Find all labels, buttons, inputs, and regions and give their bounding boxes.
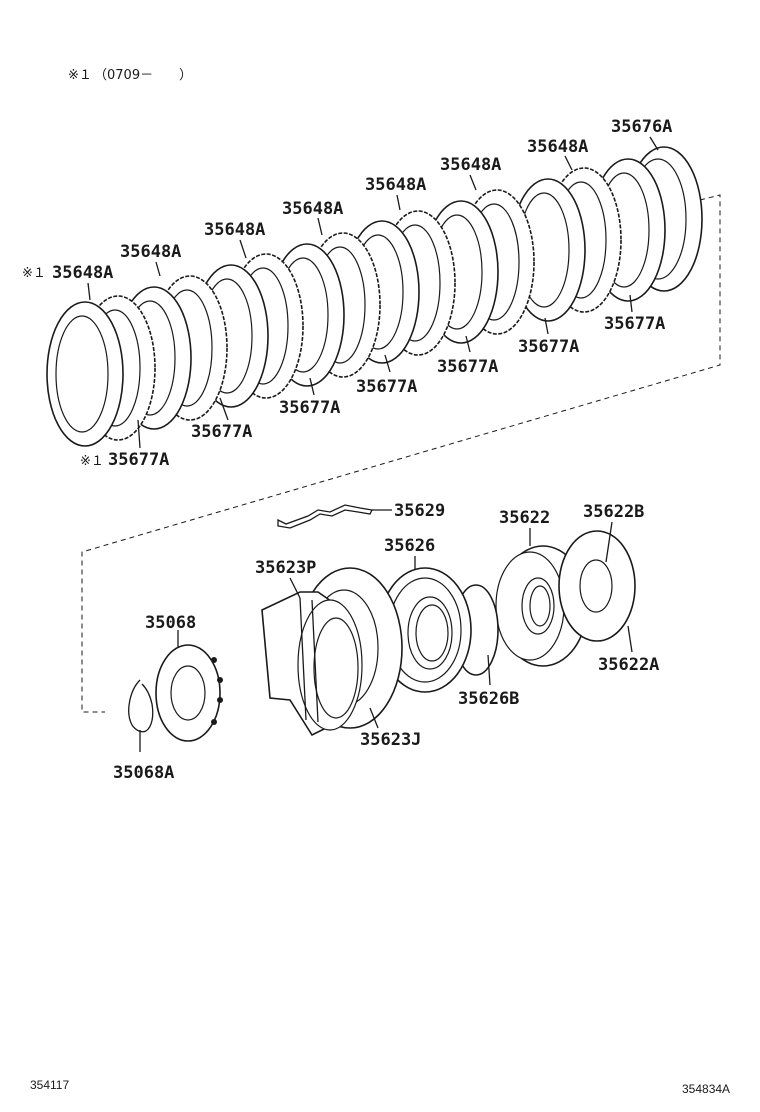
label-35648A-front: 35648A [52, 263, 113, 283]
leader-35623P [289, 577, 301, 599]
part-35622A [558, 530, 636, 642]
footer-left-code: 354117 [30, 1078, 69, 1092]
label-35622: 35622 [499, 508, 550, 528]
label-35677A-4: 35677A [191, 422, 252, 442]
note-date-range: （0709－ ） [94, 68, 192, 83]
note-mark-35677A: ※１ [80, 454, 104, 469]
label-35068: 35068 [145, 613, 196, 633]
label-35622A: 35622A [598, 655, 659, 675]
part-35068A [128, 679, 154, 733]
leader-35626B [487, 654, 491, 686]
assembly-boundary [81, 194, 721, 713]
part-35626 [378, 567, 472, 693]
label-35068A: 35068A [113, 763, 174, 783]
leader-35622A [627, 625, 633, 653]
label-35677A-9: 35677A [604, 314, 665, 334]
footer-right-code: 354834A [682, 1082, 730, 1096]
label-35648A-5: 35648A [204, 220, 265, 240]
label-35677A-6: 35677A [356, 377, 417, 397]
clutch-leaders [87, 136, 659, 449]
disc-plate-front [46, 301, 124, 447]
label-35677A-5: 35677A [279, 398, 340, 418]
leader-35622B [605, 521, 613, 563]
leader-35623J [369, 707, 379, 729]
label-35648A-8: 35648A [440, 155, 501, 175]
label-35629: 35629 [394, 501, 445, 521]
label-35648A-6: 35648A [282, 199, 343, 219]
label-35623P: 35623P [255, 558, 316, 578]
label-35677A-front: 35677A [108, 450, 169, 470]
label-35677A-8: 35677A [518, 337, 579, 357]
label-35648A-7: 35648A [365, 175, 426, 195]
label-35677A-7: 35677A [437, 357, 498, 377]
part-35068 [155, 644, 223, 742]
note-mark: ※１ [68, 68, 92, 83]
label-35648A-9: 35648A [527, 137, 588, 157]
part-35629 [277, 504, 373, 529]
label-35623J: 35623J [360, 730, 421, 750]
part-35623P [261, 591, 363, 737]
label-35622B: 35622B [583, 502, 644, 522]
label-35676A: 35676A [611, 117, 672, 137]
label-35626B: 35626B [458, 689, 519, 709]
clutch-pack [46, 146, 703, 447]
label-35648A-4: 35648A [120, 242, 181, 262]
note-mark-35648A: ※１ [22, 266, 46, 281]
label-35626: 35626 [384, 536, 435, 556]
